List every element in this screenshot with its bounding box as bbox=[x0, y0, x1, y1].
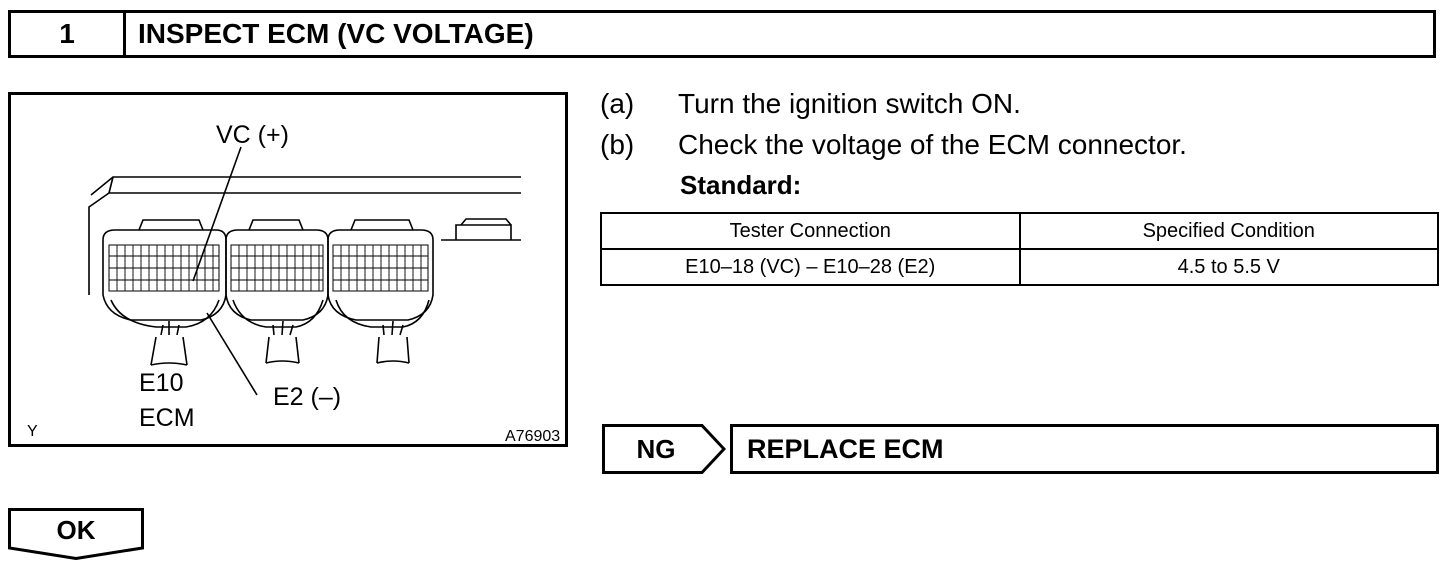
standard-label: Standard: bbox=[680, 170, 802, 200]
instruction-b-mark: (b) bbox=[600, 129, 635, 160]
ok-label: OK bbox=[56, 514, 96, 545]
cell-specified-condition: 4.5 to 5.5 V bbox=[1018, 248, 1439, 286]
ecm-connector-illustration: VC (+) E2 (–) E10 ECM Y A76903 bbox=[8, 92, 568, 447]
instruction-b-text: Check the voltage of the ECM connector. bbox=[678, 129, 1187, 160]
connector-e10-label: E10 bbox=[139, 369, 184, 397]
figure-corner-mark: Y bbox=[27, 423, 38, 440]
step-title: INSPECT ECM (VC VOLTAGE) bbox=[138, 18, 534, 49]
ng-arrow-tag bbox=[602, 424, 726, 474]
ecm-label: ECM bbox=[139, 404, 195, 432]
header-tester-connection: Tester Connection bbox=[600, 212, 1021, 250]
instruction-a-mark: (a) bbox=[600, 88, 635, 119]
e2-terminal-label: E2 (–) bbox=[273, 383, 342, 411]
table-row: E10–18 (VC) – E10–28 (E2) 4.5 to 5.5 V bbox=[600, 248, 1439, 286]
instruction-b: (b) Check the voltage of the ECM connecto… bbox=[600, 129, 1187, 161]
spec-table: Tester Connection Specified Condition E1… bbox=[600, 212, 1439, 286]
ecm-connector-drawing bbox=[88, 146, 521, 396]
ng-action-box: REPLACE ECM bbox=[730, 424, 1439, 474]
ok-arrow-tag bbox=[8, 508, 144, 560]
step-number: 1 bbox=[11, 13, 126, 55]
header-specified-condition: Specified Condition bbox=[1018, 212, 1439, 250]
figure-id: A76903 bbox=[505, 428, 561, 445]
instruction-a-text: Turn the ignition switch ON. bbox=[678, 88, 1021, 119]
cell-tester-connection: E10–18 (VC) – E10–28 (E2) bbox=[600, 248, 1021, 286]
vc-terminal-label: VC (+) bbox=[216, 121, 289, 149]
ng-action-text: REPLACE ECM bbox=[747, 433, 944, 464]
spec-table-header: Tester Connection Specified Condition bbox=[600, 212, 1439, 250]
instruction-a: (a) Turn the ignition switch ON. bbox=[600, 88, 1021, 120]
step-header: 1 INSPECT ECM (VC VOLTAGE) bbox=[8, 10, 1436, 58]
ng-label: NG bbox=[636, 433, 676, 464]
